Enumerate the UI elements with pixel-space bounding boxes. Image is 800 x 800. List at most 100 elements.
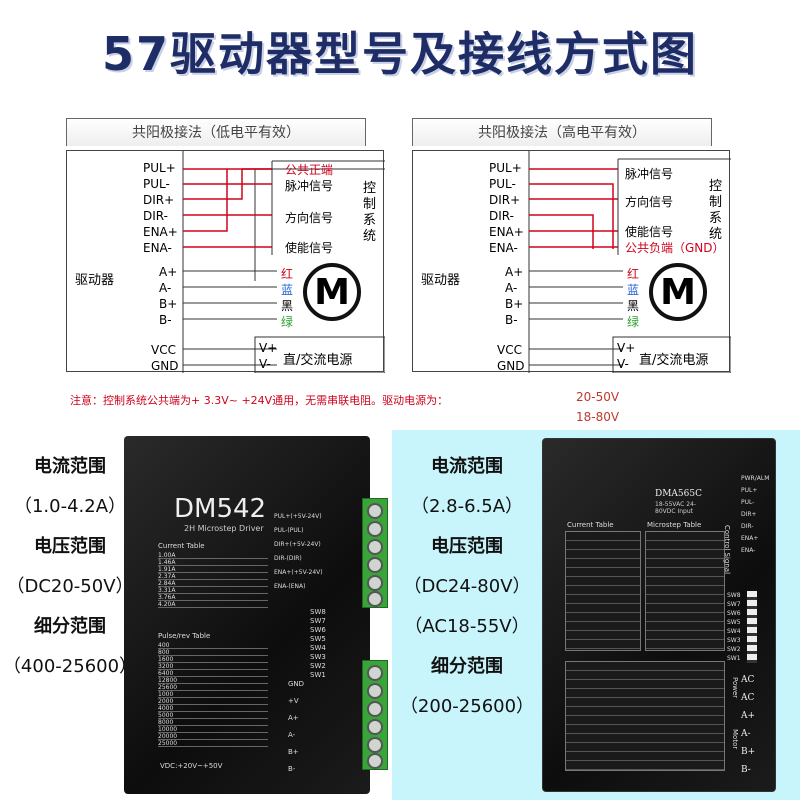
left-color-black: 黑: [281, 299, 294, 313]
dma565c-sw-label: SW8: [727, 592, 741, 599]
dm542-current-label: 电流范围: [34, 456, 106, 477]
left-ctrl-system: 控制系统: [363, 181, 377, 244]
dm542-signal-terminal-block[interactable]: [362, 498, 388, 608]
dma565c-microstep-label: 细分范围: [431, 656, 503, 677]
dma565c-input: 18-55VAC 24-80VDC Input: [655, 501, 697, 515]
left-pin-a-minus: A-: [159, 281, 172, 295]
dm542-sw-label: SW3: [310, 653, 326, 661]
left-pin-ena-minus: ENA-: [143, 241, 172, 255]
dm542-pulse-row: 12800: [158, 677, 268, 684]
dma565c-terminal-label: ENA-: [741, 547, 756, 554]
right-ctrl-common-negative: 公共负端（GND）: [625, 241, 725, 255]
left-power-label: 直/交流电源: [283, 353, 353, 368]
dm542-pulse-row: 6400: [158, 670, 268, 677]
right-power-label: 直/交流电源: [639, 353, 709, 368]
dma565c-sw-label: SW1: [727, 655, 741, 662]
left-pin-a-plus: A+: [159, 265, 178, 279]
dm542-model: DM542: [174, 494, 267, 524]
right-pin-gnd: GND: [497, 359, 525, 373]
dm542-terminal-label: PUL+(+5V-24V): [274, 513, 322, 520]
dma565c-sw-label: SW7: [727, 601, 741, 608]
screw-icon[interactable]: [367, 575, 383, 591]
screw-icon[interactable]: [367, 503, 383, 519]
dma565c-sw-label: SW5: [727, 619, 741, 626]
dm542-current-row: 3.31A: [158, 587, 268, 594]
screw-icon[interactable]: [367, 557, 383, 573]
right-pin-vcc: VCC: [497, 343, 522, 357]
dm542-voltage-value: （DC20-50V）: [6, 576, 134, 597]
left-pin-pul-plus: PUL+: [143, 161, 176, 175]
left-pin-vcc: VCC: [151, 343, 176, 357]
right-panel-heading: 共阳极接法（高电平有效）: [412, 118, 712, 146]
dma565c-microstep-table: [645, 531, 725, 651]
right-vminus: V-: [617, 357, 629, 371]
dma565c-sw-label: SW6: [727, 610, 741, 617]
right-wiring-panel: 共阳极接法（高电平有效）: [412, 118, 730, 146]
dm542-footer: VDC:+20V~+50V: [160, 762, 223, 770]
dm542-terminal-label: ENA+(+5V-24V): [274, 569, 323, 576]
dma565c-terminal-label: PUL-: [741, 499, 755, 506]
right-pin-dir-minus: DIR-: [489, 209, 514, 223]
right-color-red: 红: [627, 267, 640, 281]
dm542-terminal-label: DIR+(+5V-24V): [274, 541, 321, 548]
dm542-current-table: 1.00A 1.46A 1.91A 2.37A 2.84A 3.31A 3.76…: [158, 552, 268, 608]
dm542-pulse-row: 4000: [158, 705, 268, 712]
screw-icon[interactable]: [367, 539, 383, 555]
dm542-power-terminal-label: A-: [288, 731, 296, 739]
dm542-current-row: 2.84A: [158, 580, 268, 587]
dma565c-terminal-label: PWR/ALM: [741, 475, 770, 482]
voltage-20-50: 20-50V: [576, 390, 620, 404]
left-ctrl-direction: 方向信号: [285, 211, 334, 225]
right-pin-dir-plus: DIR+: [489, 193, 521, 207]
dma565c-sw-label: SW2: [727, 646, 741, 653]
dma565c-sw-label: SW4: [727, 628, 741, 635]
dm542-current-value: （1.0-4.2A）: [13, 496, 127, 517]
dma565c-dip-switch[interactable]: [747, 591, 757, 663]
dm542-power-terminal-block[interactable]: [362, 660, 388, 770]
dm542-current-row: 1.91A: [158, 566, 268, 573]
dm542-current-row: 4.20A: [158, 601, 268, 608]
screw-icon[interactable]: [367, 701, 383, 717]
left-pin-ena-plus: ENA+: [143, 225, 178, 239]
left-vplus: V+: [259, 341, 278, 355]
dma565c-terminal-label: B-: [741, 765, 751, 775]
dma565c-voltage-dc: （DC24-80V）: [403, 576, 531, 597]
wiring-note: 注意：控制系统公共端为+ 3.3V~ +24V通用，无需串联电阻。驱动电源为：: [70, 392, 448, 408]
dma565c-side-control: Control Signal: [723, 525, 731, 575]
screw-icon[interactable]: [367, 753, 383, 769]
dma565c-side-motor: Motor: [731, 729, 739, 750]
dma565c-terminal-label: ENA+: [741, 535, 759, 542]
dm542-pulse-row: 25600: [158, 684, 268, 691]
dm542-current-row: 2.37A: [158, 573, 268, 580]
dma565c-model: DMA565C: [655, 489, 702, 499]
dma565c-terminal-label: AC: [741, 693, 755, 703]
screw-icon[interactable]: [367, 683, 383, 699]
dm542-current-row: 1.46A: [158, 559, 268, 566]
left-ctrl-enable: 使能信号: [285, 241, 334, 255]
right-pin-a-minus: A-: [505, 281, 518, 295]
left-ctrl-pulse: 脉冲信号: [285, 179, 334, 193]
dma565c-terminal-label: DIR-: [741, 523, 754, 530]
dm542-power-terminal-label: B+: [288, 748, 299, 756]
left-vminus: V-: [259, 357, 271, 371]
dma565c-current-label: 电流范围: [431, 456, 503, 477]
right-ctrl-enable: 使能信号: [625, 225, 674, 239]
dm542-subtitle: 2H Microstep Driver: [184, 524, 264, 533]
screw-icon[interactable]: [367, 737, 383, 753]
left-panel-heading: 共阳极接法（低电平有效）: [66, 118, 366, 146]
dm542-terminal-label: PUL-(PUL): [274, 527, 304, 534]
dm542-pulse-row: 8000: [158, 719, 268, 726]
right-pin-pul-plus: PUL+: [489, 161, 522, 175]
dm542-sw-label: SW5: [310, 635, 326, 643]
screw-icon[interactable]: [367, 719, 383, 735]
dma565c-specs: 电流范围 （2.8-6.5A） 电压范围 （DC24-80V） （AC18-55…: [392, 452, 542, 718]
right-color-black: 黑: [627, 299, 640, 313]
dm542-sw-label: SW2: [310, 662, 326, 670]
dm542-pulse-row: 25000: [158, 740, 268, 747]
screw-icon[interactable]: [367, 591, 383, 607]
left-pin-gnd: GND: [151, 359, 179, 373]
dm542-current-row: 3.76A: [158, 594, 268, 601]
screw-icon[interactable]: [367, 665, 383, 681]
screw-icon[interactable]: [367, 521, 383, 537]
dma565c-terminal-label: AC: [741, 675, 755, 685]
